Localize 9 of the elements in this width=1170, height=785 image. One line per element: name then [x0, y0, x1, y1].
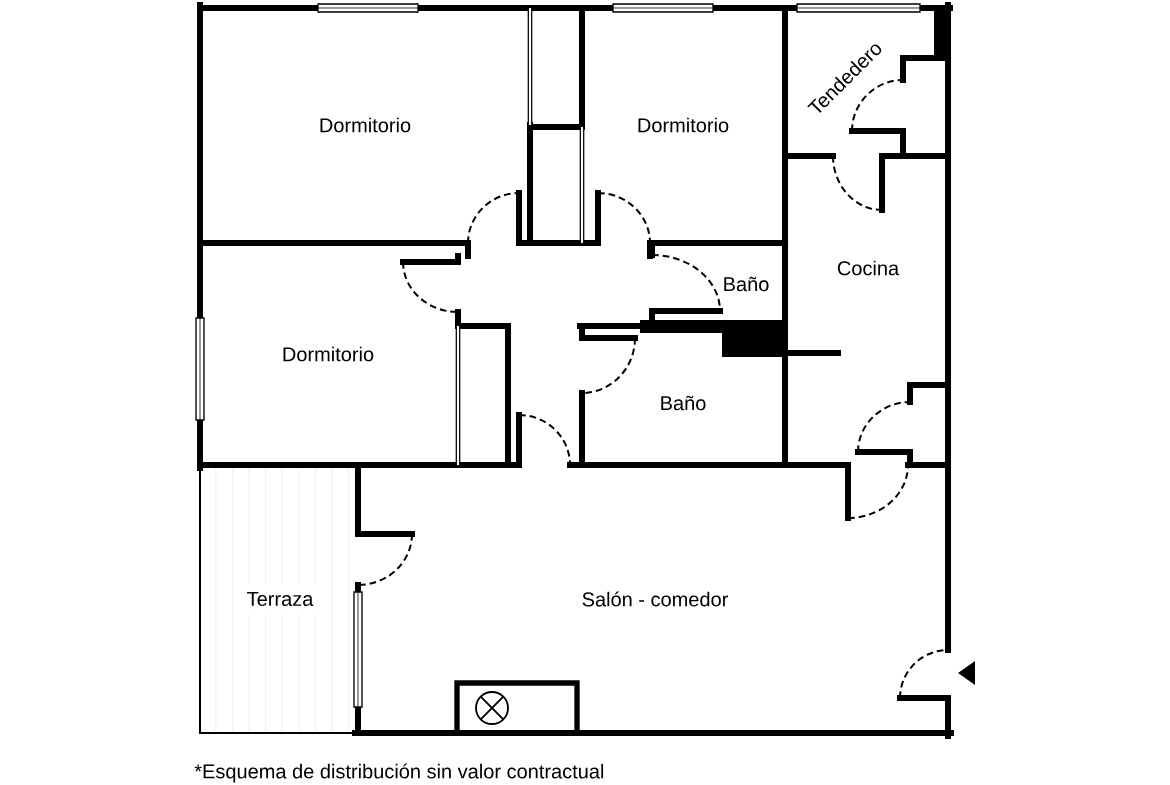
- room-label: Dormitorio: [283, 346, 374, 362]
- room-label: Baño: [724, 276, 769, 292]
- room-label: Dormitorio: [638, 117, 729, 133]
- room-label: Baño: [661, 395, 706, 411]
- room-label: Dormitorio: [320, 117, 411, 133]
- room-label: Cocina: [837, 260, 900, 276]
- room-label: Salón - comedor: [582, 591, 728, 607]
- room-label: Terraza: [238, 584, 322, 614]
- disclaimer-note: *Esquema de distribución sin valor contractual: [194, 763, 604, 783]
